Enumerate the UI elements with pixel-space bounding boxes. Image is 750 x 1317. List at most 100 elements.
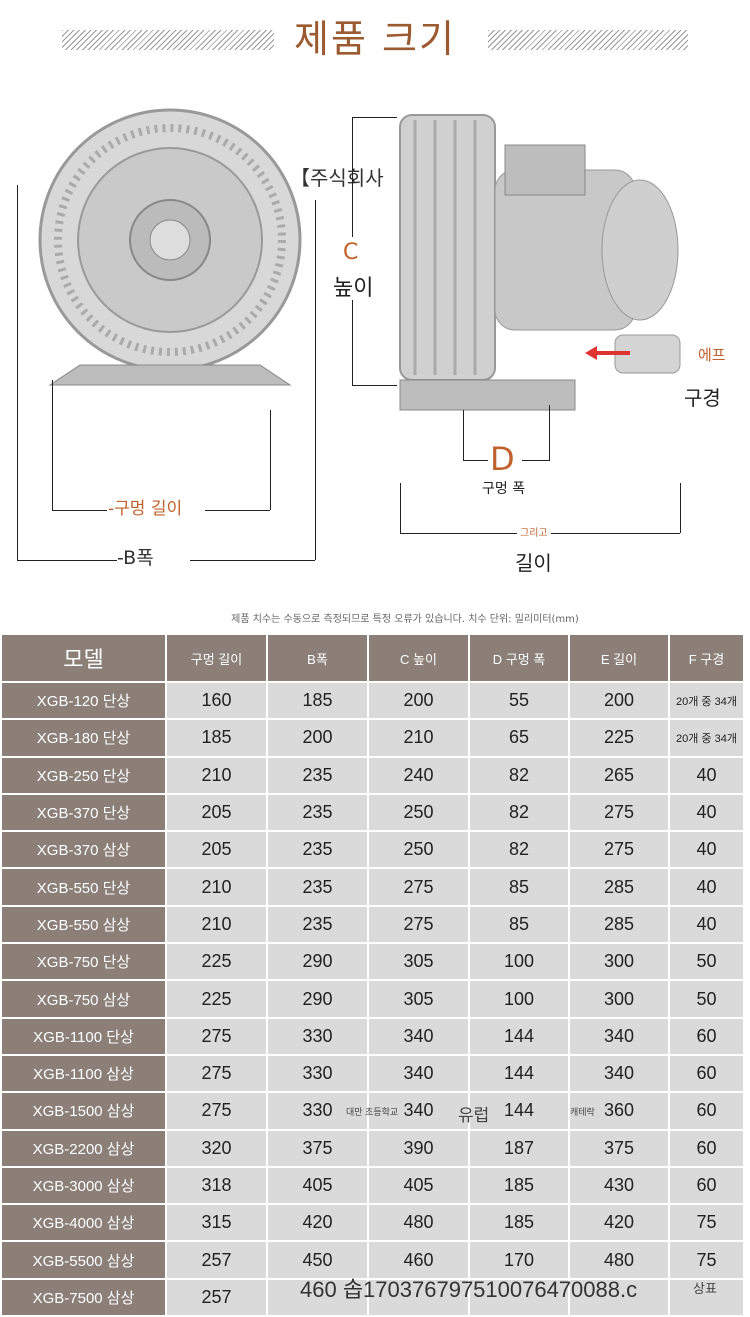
model-cell: XGB-750 단상 [2, 944, 167, 982]
value-cell: 405 [268, 1167, 369, 1206]
dim-line [17, 185, 18, 560]
model-cell: XGB-750 삼상 [2, 981, 167, 1019]
model-cell: XGB-7500 삼상 [2, 1279, 167, 1317]
watermark-kateraku: 캐테락 [570, 1107, 595, 1117]
model-cell: XGB-1100 단상 [2, 1018, 167, 1056]
blower-side-view [399, 114, 681, 411]
value-cell: 275 [369, 869, 470, 907]
dim-line [400, 483, 401, 533]
value-cell: 275 [570, 832, 670, 870]
value-cell: 390 [369, 1130, 470, 1168]
column-header: C 높이 [369, 635, 470, 683]
value-cell: 40 [670, 757, 745, 795]
model-cell: XGB-1500 삼상 [2, 1093, 167, 1131]
blower-front-view [38, 108, 302, 386]
dim-line [522, 460, 550, 461]
dim-line [352, 117, 353, 237]
value-cell: 318 [167, 1167, 268, 1206]
value-cell: 210 [167, 906, 268, 945]
value-cell: 285 [570, 869, 670, 907]
value-cell: 200 [369, 683, 470, 721]
value-cell: 330 [268, 1093, 369, 1131]
height-label: 높이 [333, 276, 374, 301]
value-cell: 315 [167, 1205, 268, 1243]
measurement-note: 제품 치수는 수동으로 측정되므로 특정 오류가 있습니다. 치수 단위: 밀리… [231, 614, 579, 625]
value-cell: 305 [369, 981, 470, 1019]
watermark-trademark: 상표 [693, 1281, 717, 1296]
value-cell: 285 [570, 906, 670, 945]
value-cell: 275 [570, 794, 670, 833]
value-cell: 20개 중 34개 [670, 683, 745, 721]
model-cell: XGB-370 단상 [2, 794, 167, 833]
column-header: D 구멍 폭 [470, 635, 570, 683]
value-cell: 100 [470, 944, 570, 982]
value-cell: 420 [570, 1205, 670, 1243]
value-cell: 185 [268, 683, 369, 721]
value-cell: 257 [167, 1242, 268, 1280]
value-cell: 235 [268, 906, 369, 945]
dim-line [352, 385, 397, 386]
value-cell: 50 [670, 981, 745, 1019]
length-label: 길이 [515, 551, 552, 575]
value-cell: 60 [670, 1130, 745, 1168]
value-cell: 290 [268, 944, 369, 982]
column-header: B폭 [268, 635, 369, 683]
value-cell: 185 [470, 1167, 570, 1206]
caliber-label: 구경 [684, 386, 721, 410]
value-cell: 225 [570, 720, 670, 758]
value-cell [570, 1279, 670, 1317]
value-cell: 340 [369, 1018, 470, 1056]
value-cell: 460 [369, 1242, 470, 1280]
value-cell [470, 1279, 570, 1317]
value-cell: 185 [167, 720, 268, 758]
dim-line [17, 560, 117, 561]
value-cell: 375 [570, 1130, 670, 1168]
hole-width-label: 구멍 폭 [482, 481, 526, 497]
value-cell: 210 [167, 869, 268, 907]
value-cell [268, 1279, 369, 1317]
value-cell: 275 [167, 1055, 268, 1094]
dim-line [190, 560, 315, 561]
value-cell: 82 [470, 794, 570, 833]
dim-line [270, 410, 271, 510]
value-cell: 265 [570, 757, 670, 795]
value-cell: 82 [470, 832, 570, 870]
value-cell: 375 [268, 1130, 369, 1168]
dim-line [463, 460, 488, 461]
value-cell: 144 [470, 1093, 570, 1131]
value-cell: 60 [670, 1167, 745, 1206]
watermark-europe: 유럽 [458, 1106, 490, 1125]
model-cell: XGB-2200 삼상 [2, 1130, 167, 1168]
value-cell: 405 [369, 1167, 470, 1206]
column-header: 구멍 길이 [167, 635, 268, 683]
model-cell: XGB-3000 삼상 [2, 1167, 167, 1206]
value-cell: 360 [570, 1093, 670, 1131]
value-cell: 235 [268, 832, 369, 870]
dim-line [463, 410, 464, 460]
value-cell: 170 [470, 1242, 570, 1280]
dim-line [52, 380, 53, 510]
value-cell: 300 [570, 981, 670, 1019]
value-cell: 20개 중 34개 [670, 720, 745, 758]
value-cell: 40 [670, 869, 745, 907]
value-cell: 82 [470, 757, 570, 795]
hole-length-label: -구멍 길이 [108, 499, 183, 519]
model-cell: XGB-550 삼상 [2, 906, 167, 945]
b-width-label: -B폭 [117, 547, 154, 569]
value-cell: 60 [670, 1093, 745, 1131]
value-cell: 144 [470, 1018, 570, 1056]
value-cell: 240 [369, 757, 470, 795]
column-header: E 길이 [570, 635, 670, 683]
value-cell: 290 [268, 981, 369, 1019]
value-cell: 60 [670, 1018, 745, 1056]
value-cell: 340 [570, 1055, 670, 1094]
